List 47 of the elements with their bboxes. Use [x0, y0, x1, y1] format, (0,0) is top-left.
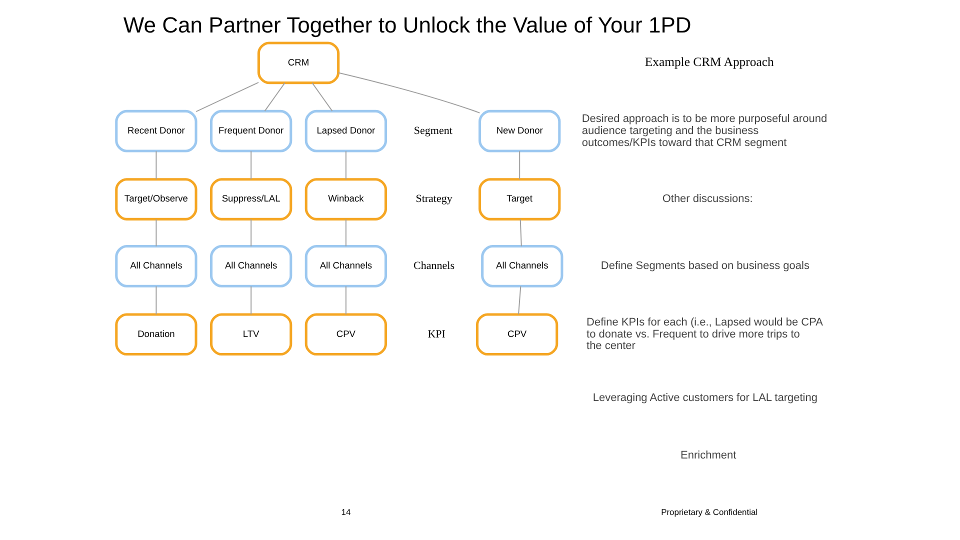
connector	[312, 82, 333, 112]
connector	[250, 286, 252, 314]
node-box: Suppress/LAL	[210, 178, 292, 220]
connector	[156, 219, 157, 246]
label: Example CRM Approach	[644, 54, 774, 69]
node-box: All Channels	[304, 245, 388, 288]
label: Define Segments based on business goals	[600, 260, 810, 272]
node-box: Winback	[304, 178, 388, 220]
node-box: New Donor	[478, 110, 561, 152]
label: Leveraging Active customers for LAL targeting	[592, 392, 818, 404]
label: Other discussions:	[662, 193, 753, 206]
node-box: All Channels	[210, 245, 292, 288]
connector	[519, 151, 520, 180]
node-box: Lapsed Donor	[304, 110, 388, 152]
connector	[250, 219, 252, 246]
node-box: CPV	[304, 313, 388, 356]
node-box: Donation	[115, 313, 198, 356]
connector	[250, 151, 252, 180]
node-box: LTV	[210, 313, 292, 356]
connector	[196, 82, 259, 112]
node-box: Target/Observe	[115, 178, 198, 220]
label: Enrichment	[680, 449, 736, 462]
label: KPI	[428, 328, 446, 340]
label: Channels	[414, 260, 455, 272]
diagram-title: We Can Partner Together to Unlock the Value of Your 1PD	[123, 12, 692, 38]
label: Proprietary & Confidential	[661, 507, 758, 518]
connector	[345, 151, 346, 180]
label: Desired approach is to be more purposeful around audience targeting and the business outcomes/KPIs toward that CRM segment	[582, 113, 828, 149]
label: 14	[341, 507, 351, 518]
connector	[518, 286, 522, 314]
connector	[345, 286, 346, 314]
connector	[156, 151, 157, 180]
label: Define KPIs for each (i.e., Lapsed would be CPA to donate vs. Frequent to drive more trips to the center	[586, 316, 823, 352]
connector	[264, 82, 286, 112]
label: Segment	[414, 124, 452, 137]
node-box: Frequent Donor	[210, 110, 292, 152]
connector	[156, 286, 157, 314]
connector	[338, 72, 480, 114]
node-box: Recent Donor	[115, 110, 198, 152]
node-box: CRM	[257, 42, 340, 84]
node-box: CPV	[476, 313, 558, 356]
connector	[345, 219, 346, 246]
node-box: Target	[478, 178, 561, 220]
node-box: All Channels	[115, 245, 198, 288]
label: Strategy	[416, 193, 452, 206]
connector	[520, 219, 522, 246]
node-box: All Channels	[481, 245, 564, 288]
